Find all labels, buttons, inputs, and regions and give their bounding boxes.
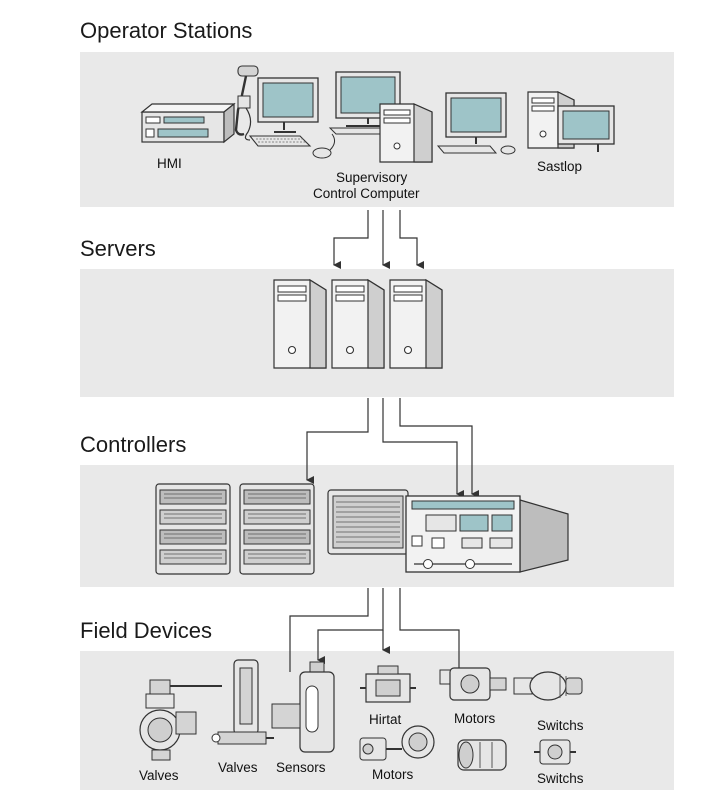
valve-2-icon bbox=[211, 659, 274, 745]
controller-rack-3-icon bbox=[327, 489, 409, 555]
keyboard-icon bbox=[248, 135, 312, 147]
hirtat-device-icon bbox=[360, 665, 416, 703]
switch-top-icon bbox=[513, 671, 583, 701]
label-sensors: Sensors bbox=[276, 760, 326, 775]
valve-1-icon bbox=[139, 679, 222, 761]
label-sastop: Sastlop bbox=[537, 159, 583, 174]
supervisory-monitor-icon bbox=[328, 71, 401, 135]
label-motors-bottom: Motors bbox=[372, 767, 414, 782]
arrows-controllers-to-field bbox=[289, 588, 460, 672]
phone-icon bbox=[234, 65, 259, 141]
controller-rack-1-icon bbox=[155, 483, 231, 575]
server-tower-1-icon bbox=[273, 279, 327, 369]
label-supervisory-line2: Control Computer bbox=[313, 186, 420, 201]
controller-panel-icon bbox=[405, 495, 569, 573]
label-switchs-bottom: Switchs bbox=[537, 771, 584, 786]
section-title-operator-stations: Operator Stations bbox=[80, 18, 253, 43]
label-hmi: HMI bbox=[157, 156, 182, 171]
section-title-field-devices: Field Devices bbox=[80, 618, 213, 643]
motor-bottom-icon bbox=[359, 725, 435, 761]
label-motors-top: Motors bbox=[454, 711, 496, 726]
coupling-icon bbox=[457, 739, 507, 771]
workstation-monitor-icon bbox=[436, 92, 516, 155]
arrows-operator-to-servers bbox=[333, 210, 424, 269]
mouse-icon bbox=[312, 133, 336, 159]
label-switchs-top: Switchs bbox=[537, 718, 584, 733]
motor-top-icon bbox=[439, 667, 507, 701]
label-valves-2: Valves bbox=[218, 760, 258, 775]
switch-bottom-icon bbox=[534, 739, 576, 765]
label-valves-1: Valves bbox=[139, 768, 179, 783]
sastop-monitor-icon bbox=[557, 105, 615, 152]
monitor-icon bbox=[257, 77, 319, 133]
sensor-icon bbox=[271, 661, 335, 753]
arrows-servers-to-controllers bbox=[306, 398, 479, 498]
controller-rack-2-icon bbox=[239, 483, 315, 575]
section-title-controllers: Controllers bbox=[80, 432, 187, 457]
label-hirtat: Hirtat bbox=[369, 712, 402, 727]
section-title-servers: Servers bbox=[80, 236, 156, 261]
server-tower-3-icon bbox=[389, 279, 443, 369]
hmi-device bbox=[140, 102, 236, 144]
label-supervisory-line1: Supervisory bbox=[336, 170, 408, 185]
supervisory-computer-tower-icon bbox=[379, 103, 433, 163]
server-tower-2-icon bbox=[331, 279, 385, 369]
